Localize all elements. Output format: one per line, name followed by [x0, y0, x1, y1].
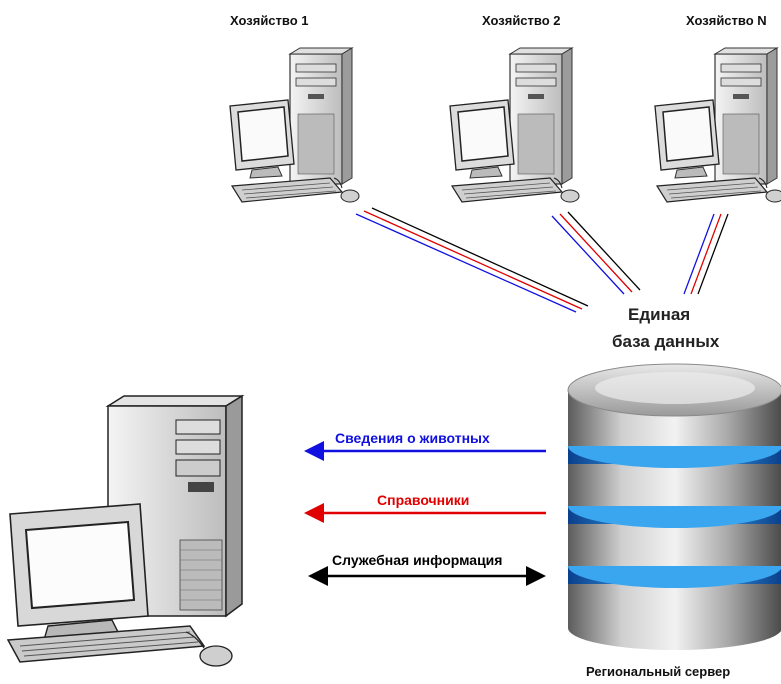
farm-n-computer-icon [654, 47, 781, 203]
farm-1-connection [355, 207, 589, 313]
database-label-line1: Единая [628, 305, 691, 324]
farm-1-computer-icon [229, 47, 360, 203]
regional-client-computer-icon [6, 394, 245, 667]
database-server-icon [567, 363, 781, 650]
flow-references-label: Справочники [377, 492, 470, 508]
flow-animals-label: Сведения о животных [335, 430, 490, 446]
farm-1-label: Хозяйство 1 [230, 13, 309, 28]
farm-2-label: Хозяйство 2 [482, 13, 561, 28]
regional-server-label: Региональный сервер [586, 664, 731, 679]
farm-2-connection [551, 211, 641, 295]
database-label-line2: база данных [612, 332, 720, 351]
farm-2-computer-icon [449, 47, 580, 203]
farm-n-label: Хозяйство N [686, 13, 767, 28]
flow-service-label: Служебная информация [332, 552, 503, 568]
farm-n-connection [683, 213, 729, 295]
